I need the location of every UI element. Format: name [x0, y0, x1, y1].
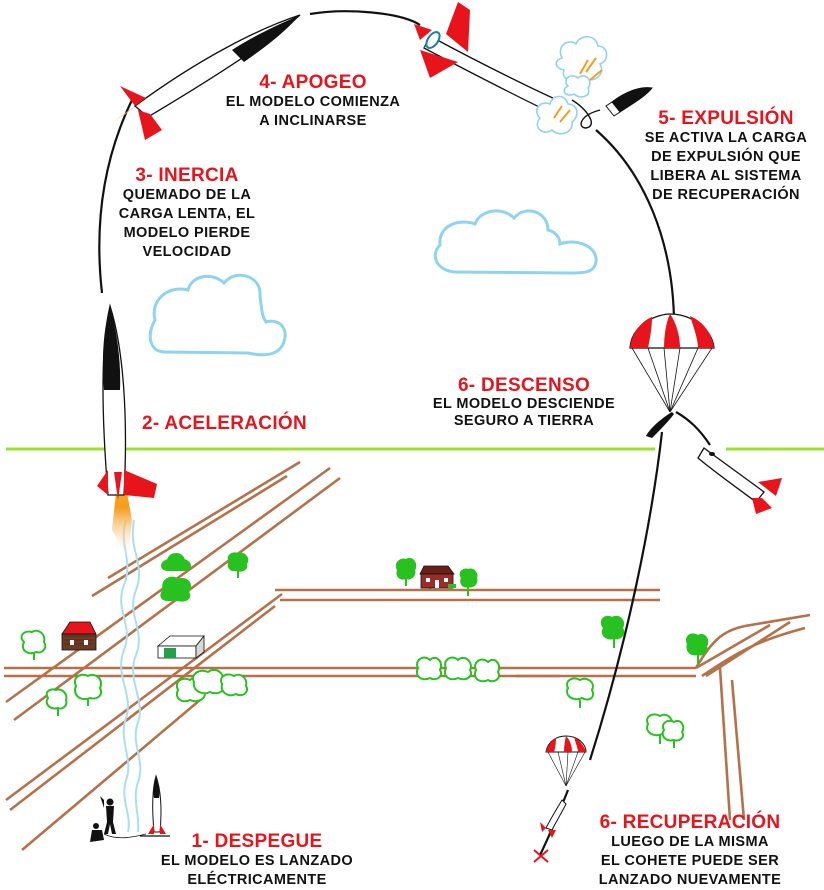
parachute-icon — [545, 735, 587, 787]
nosecone-icon — [571, 87, 653, 129]
stage-description-line: LANZADO NUEVAMENTE — [598, 872, 782, 888]
stage-title: 2- ACELERACIÓN — [142, 413, 308, 434]
rocket-icon — [97, 303, 157, 560]
trees — [20, 552, 709, 748]
tree-icon — [600, 615, 625, 648]
stage-expulsion: 5- EXPULSIÓN SE ACTIVA LA CARGA DE EXPUL… — [628, 108, 824, 205]
tree-icon — [161, 553, 191, 571]
stage-description-line: VELOCIDAD — [142, 244, 232, 260]
stage-description-line: EL MODELO ES LANZADO — [160, 853, 354, 869]
stage-recuperacion: 6- RECUPERACIÓN LUEGO DE LA MISMA EL COH… — [556, 812, 824, 890]
tree-icon — [74, 673, 102, 706]
rocket-icon — [104, 14, 301, 140]
stage-title: 5- EXPULSIÓN — [658, 108, 794, 129]
parachute-icon — [629, 313, 715, 438]
stage-apogeo: 4- APOGEO EL MODELO COMIENZA A INCLINARS… — [188, 72, 438, 131]
landing-mark-icon — [533, 849, 549, 863]
stage-description-line: A INCLINARSE — [259, 113, 367, 129]
rocket-icon — [540, 799, 567, 838]
tree-icon — [566, 677, 594, 708]
stage-description-line: LIBERA AL SISTEMA — [650, 168, 802, 184]
stage-description-line: ELÉCTRICAMENTE — [187, 872, 327, 888]
stage-title: 6- RECUPERACIÓN — [599, 812, 781, 833]
stage-description-line: DE EXPULSIÓN QUE — [651, 149, 801, 165]
stage-title: 4- APOGEO — [259, 72, 367, 93]
stage-inercia: 3- INERCIA QUEMADO DE LA CARGA LENTA, EL… — [82, 165, 292, 262]
stage-description-line: EL MODELO DESCIENDE — [432, 396, 616, 412]
stage-despegue: 1- DESPEGUE EL MODELO ES LANZADO ELÉCTRI… — [132, 831, 382, 890]
ejection-sparks — [553, 57, 603, 123]
tree-icon — [459, 568, 478, 596]
stage-description-line: QUEMADO DE LA — [122, 187, 252, 203]
tree-icon — [661, 719, 685, 748]
tree-icon — [227, 552, 249, 578]
tree-icon — [160, 576, 192, 602]
stage-title: 1- DESPEGUE — [191, 831, 323, 852]
stage-description-line: LUEGO DE LA MISMA — [611, 834, 769, 850]
person-icon — [90, 796, 147, 842]
stage-description-line: SE ACTIVA LA CARGA — [644, 130, 808, 146]
flight-path — [98, 10, 711, 856]
tree-icon — [220, 673, 248, 697]
tree-icon — [396, 558, 417, 586]
stage-title: 6- DESCENSO — [457, 375, 591, 396]
stage-description-line: SEGURO A TIERRA — [453, 413, 595, 429]
tree-icon — [20, 629, 47, 660]
tree-icon — [416, 656, 442, 681]
stage-description-line: DE RECUPERACIÓN — [652, 187, 800, 203]
stage-description-line: CARGA LENTA, EL — [118, 206, 256, 222]
stage-aceleracion: 2- ACELERACIÓN — [142, 413, 342, 434]
rocket-icon — [140, 774, 170, 837]
stage-description-line: EL MODELO COMIENZA — [225, 94, 401, 110]
tree-icon — [45, 688, 68, 716]
cloud-icon — [148, 273, 287, 357]
house-icon — [61, 621, 97, 651]
stage-title: 3- INERCIA — [135, 165, 239, 186]
tree-icon — [192, 668, 225, 695]
exhaust-smoke — [120, 519, 142, 833]
stage-description-line: EL COHETE PUEDE SER — [600, 853, 780, 869]
rocket-icon — [697, 447, 782, 514]
stage-description-line: MODELO PIERDE — [123, 225, 251, 241]
tree-icon — [444, 656, 472, 681]
cloud-icon — [433, 209, 598, 275]
barn-icon — [156, 634, 205, 659]
ejection-smoke — [535, 35, 608, 135]
tree-icon — [686, 633, 709, 664]
house-icon — [419, 565, 456, 589]
stage-descenso: 6- DESCENSO EL MODELO DESCIENDE SEGURO A… — [404, 375, 644, 430]
tree-icon — [474, 658, 500, 683]
